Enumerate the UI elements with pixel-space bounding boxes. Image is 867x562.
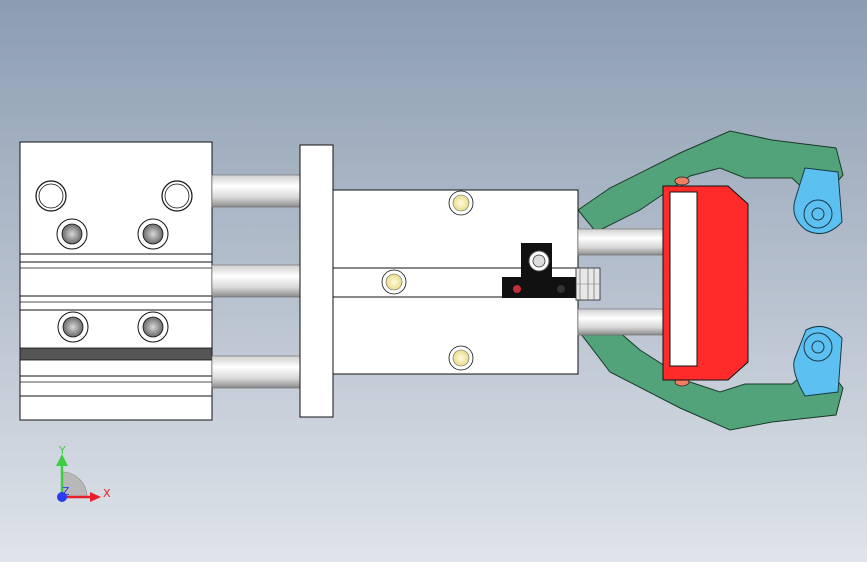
guide-rod-lower[interactable] bbox=[211, 355, 301, 389]
bolt-gray bbox=[137, 311, 169, 343]
sensor-led-red bbox=[513, 285, 521, 293]
piston-rod-upper[interactable] bbox=[577, 228, 671, 256]
port-hole-left bbox=[35, 180, 67, 212]
jaw-pin-upper bbox=[674, 176, 690, 186]
pivot-hole-lower bbox=[811, 340, 825, 354]
x-axis-arrow-icon bbox=[90, 492, 101, 502]
axis-triad[interactable]: Y X Z bbox=[56, 444, 111, 502]
triad-rotation-sector bbox=[61, 471, 88, 498]
sensor-bracket[interactable] bbox=[502, 243, 601, 301]
piston-rod-lower[interactable] bbox=[577, 308, 671, 336]
cylinder-body[interactable] bbox=[19, 141, 213, 421]
guide-rod-upper[interactable] bbox=[211, 174, 301, 208]
clamp-block[interactable] bbox=[662, 185, 749, 381]
z-axis-dot-icon bbox=[57, 492, 67, 502]
sensor-led-dark bbox=[557, 285, 565, 293]
bolt-gray bbox=[56, 218, 88, 250]
pivot-roller-upper[interactable] bbox=[793, 167, 843, 235]
z-axis-label: Z bbox=[62, 485, 70, 498]
guide-rod-middle[interactable] bbox=[211, 264, 301, 298]
pivot-hole-upper bbox=[811, 207, 825, 221]
clamp-face-plate bbox=[669, 191, 698, 367]
y-axis-arrow-icon bbox=[56, 454, 68, 466]
pivot-roller-lower[interactable] bbox=[793, 325, 843, 397]
y-axis-label: Y bbox=[58, 444, 66, 457]
bolt-yellow bbox=[381, 269, 407, 295]
port-hole-right bbox=[161, 180, 193, 212]
bolt-gray bbox=[57, 311, 89, 343]
bolt-yellow bbox=[448, 190, 474, 216]
x-axis-label: X bbox=[103, 487, 111, 500]
bolt-gray bbox=[137, 218, 169, 250]
cylinder-groove bbox=[19, 347, 213, 361]
mounting-plate[interactable] bbox=[299, 144, 334, 418]
bolt-yellow bbox=[448, 345, 474, 371]
